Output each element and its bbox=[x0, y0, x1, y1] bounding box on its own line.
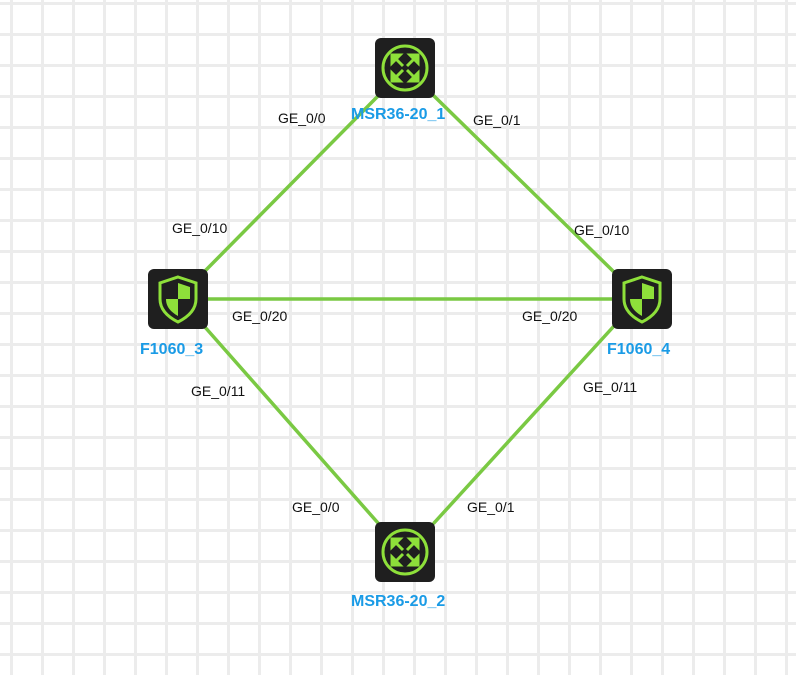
link-r1-f3[interactable] bbox=[202, 94, 380, 274]
node-label-msr36-20-1[interactable]: MSR36-20_1 bbox=[351, 106, 446, 123]
port-label: GE_0/0 bbox=[292, 499, 340, 515]
link-f3-r2[interactable] bbox=[202, 324, 380, 525]
port-label: GE_0/10 bbox=[172, 220, 228, 236]
port-label: GE_0/0 bbox=[278, 110, 326, 126]
port-label: GE_0/20 bbox=[232, 308, 288, 324]
node-label-msr36-20-2[interactable]: MSR36-20_2 bbox=[351, 593, 446, 610]
port-label: GE_0/10 bbox=[574, 222, 630, 238]
port-label: GE_0/1 bbox=[467, 499, 515, 515]
port-label: GE_0/11 bbox=[583, 379, 638, 395]
link-r1-f4[interactable] bbox=[432, 94, 616, 274]
port-label: GE_0/20 bbox=[522, 308, 578, 324]
port-label: GE_0/1 bbox=[473, 112, 521, 128]
port-label: GE_0/11 bbox=[191, 383, 246, 399]
router-icon[interactable] bbox=[374, 37, 436, 99]
link-f4-r2[interactable] bbox=[432, 324, 616, 525]
firewall-icon[interactable] bbox=[147, 268, 209, 330]
node-label-f1060-4[interactable]: F1060_4 bbox=[607, 341, 671, 358]
firewall-icon[interactable] bbox=[611, 268, 673, 330]
router-icon[interactable] bbox=[374, 521, 436, 583]
node-label-f1060-3[interactable]: F1060_3 bbox=[140, 341, 204, 358]
